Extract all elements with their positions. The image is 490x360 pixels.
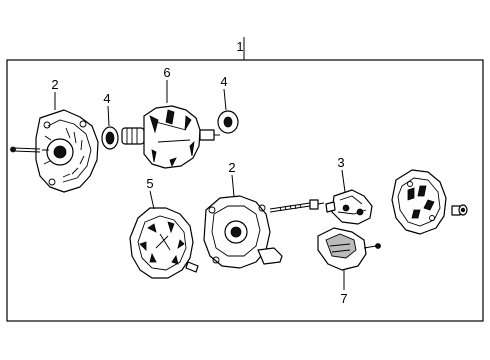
rear-cover <box>391 169 447 235</box>
leader-5 <box>149 190 155 210</box>
assembly-frame <box>6 59 484 322</box>
rear-housing-left <box>35 109 99 193</box>
callout-7: 7 <box>340 291 347 306</box>
callout-4-left: 4 <box>103 91 110 106</box>
callout-2-middle: 2 <box>228 160 235 175</box>
through-bolt-left <box>10 146 41 153</box>
leader-2-middle <box>231 174 235 197</box>
callout-6: 6 <box>163 65 170 80</box>
leader-3 <box>341 169 346 193</box>
stator <box>129 207 199 279</box>
voltage-regulator <box>317 227 381 271</box>
callout-1: 1 <box>236 39 243 54</box>
long-bolt <box>269 199 325 213</box>
terminal-nut <box>451 204 468 216</box>
front-housing-middle <box>203 195 283 269</box>
callout-2-left: 2 <box>51 77 58 92</box>
callout-4-right: 4 <box>220 74 227 89</box>
callout-5: 5 <box>146 176 153 191</box>
rotor <box>121 105 220 169</box>
bearing-left <box>101 126 119 150</box>
leader-4-left <box>107 105 110 127</box>
regulator-bracket <box>325 189 373 225</box>
callout-3: 3 <box>337 155 344 170</box>
leader-4-right <box>223 88 227 111</box>
bearing-right <box>217 110 239 134</box>
